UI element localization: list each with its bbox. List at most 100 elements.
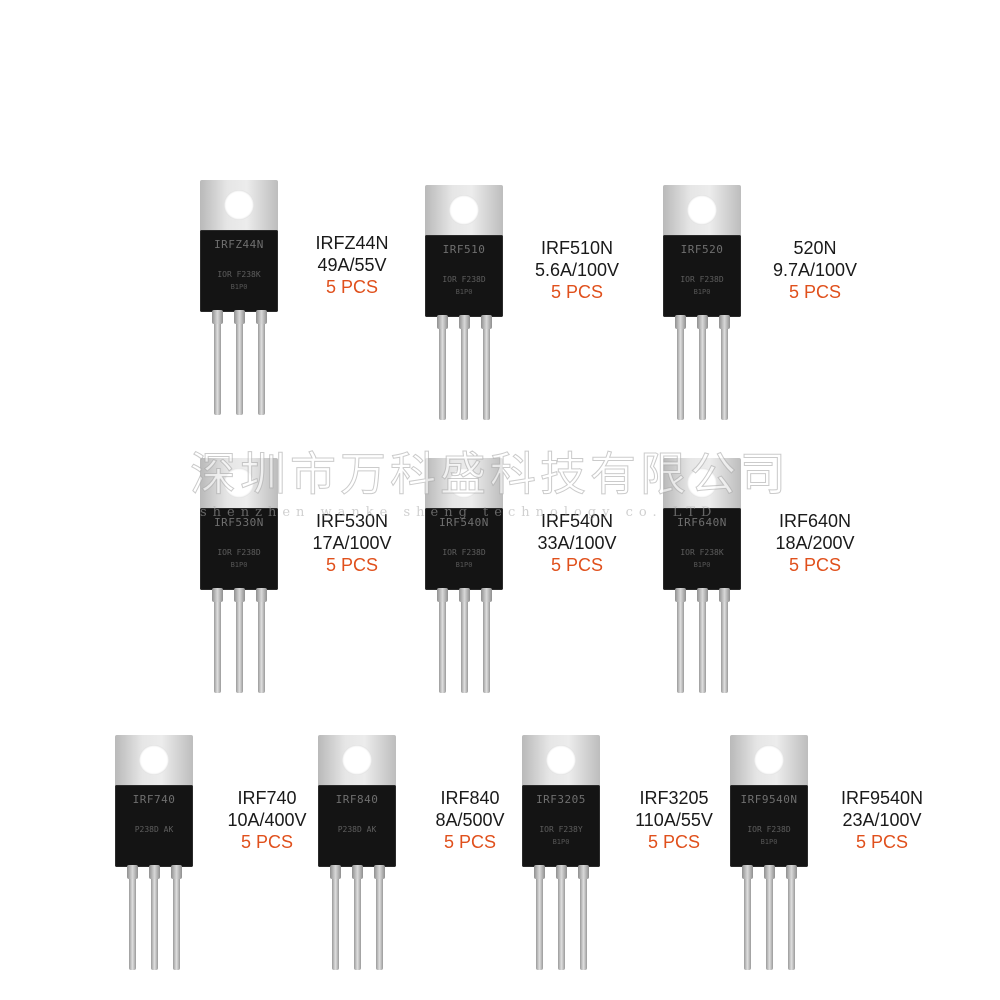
lead-source <box>578 865 589 970</box>
part-rating: 17A/100V <box>312 533 392 553</box>
part-quantity: 5 PCS <box>647 832 701 852</box>
chip-lotcode: B1P0 <box>693 561 711 569</box>
part-rating: 23A/100V <box>842 810 922 830</box>
lead-drain <box>352 865 363 970</box>
product-irf530n: IRF530N IOR F238D B1P0 IRF530N 17A/100V … <box>200 458 392 708</box>
lead-source <box>256 588 267 693</box>
part-quantity: 5 PCS <box>550 555 604 575</box>
part-quantity: 5 PCS <box>325 277 379 297</box>
lead-source <box>481 315 492 420</box>
part-rating: 9.7A/100V <box>772 260 858 280</box>
part-rating: 5.6A/100V <box>534 260 620 280</box>
chip-marking: IRF530N <box>214 516 264 529</box>
product-irfz44n: IRFZ44N IOR F238K B1P0 IRFZ44N 49A/55V 5… <box>200 180 389 430</box>
lead-gate <box>534 865 545 970</box>
chip-lotcode: B1P0 <box>455 288 473 296</box>
product-irf9540n: IRF9540N IOR F238D B1P0 IRF9540N 23A/100… <box>730 735 923 985</box>
transistor-body: IRF640N IOR F238K B1P0 <box>663 508 741 590</box>
part-name: IRF540N <box>540 511 614 531</box>
transistor-body: IRF530N IOR F238D B1P0 <box>200 508 278 590</box>
chip-subcode: IOR F238K <box>680 548 724 557</box>
watermark-company-english: shenzhen wanke sheng technology co. LTD <box>200 505 718 520</box>
product-label: IRF840 8A/500V 5 PCS <box>410 787 530 853</box>
part-quantity: 5 PCS <box>855 832 909 852</box>
part-rating: 33A/100V <box>537 533 617 553</box>
chip-lotcode: B1P0 <box>230 561 248 569</box>
lead-drain <box>459 315 470 420</box>
lead-drain <box>556 865 567 970</box>
chip-subcode: IOR F238D <box>747 825 791 834</box>
part-rating: 10A/400V <box>227 810 307 830</box>
lead-gate <box>675 315 686 420</box>
lead-gate <box>127 865 138 970</box>
part-rating: 49A/55V <box>317 255 387 275</box>
lead-gate <box>675 588 686 693</box>
chip-lotcode: B1P0 <box>230 283 248 291</box>
transistor-body: IRF510 IOR F238D B1P0 <box>425 235 503 317</box>
product-label: IRF540N 33A/100V 5 PCS <box>517 510 637 576</box>
lead-drain <box>697 315 708 420</box>
product-label: IRF9540N 23A/100V 5 PCS <box>822 787 942 853</box>
product-label: IRFZ44N 49A/55V 5 PCS <box>292 232 412 298</box>
product-label: IRF3205 110A/55V 5 PCS <box>614 787 734 853</box>
transistor-body: IRF540N IOR F238D B1P0 <box>425 508 503 590</box>
part-quantity: 5 PCS <box>788 282 842 302</box>
chip-lotcode: B1P0 <box>693 288 711 296</box>
transistor-body: IRF740 P238D AK <box>115 785 193 867</box>
chip-marking: IRFZ44N <box>214 238 264 251</box>
chip-subcode: IOR F238Y <box>539 825 583 834</box>
part-name: IRF640N <box>778 511 852 531</box>
product-irf540n: IRF540N IOR F238D B1P0 IRF540N 33A/100V … <box>425 458 617 708</box>
chip-subcode: IOR F238D <box>442 548 486 557</box>
part-rating: 110A/55V <box>635 810 713 830</box>
chip-lotcode: B1P0 <box>455 561 473 569</box>
transistor-body: IRF3205 IOR F238Y B1P0 <box>522 785 600 867</box>
part-name: IRF530N <box>315 511 389 531</box>
lead-source <box>719 588 730 693</box>
lead-drain <box>697 588 708 693</box>
chip-lotcode: B1P0 <box>760 838 778 846</box>
lead-source <box>481 588 492 693</box>
lead-gate <box>212 588 223 693</box>
chip-marking: IRF3205 <box>536 793 586 806</box>
lead-drain <box>459 588 470 693</box>
lead-drain <box>234 588 245 693</box>
part-quantity: 5 PCS <box>325 555 379 575</box>
lead-source <box>719 315 730 420</box>
part-name: IRF740 <box>237 788 297 808</box>
lead-source <box>256 310 267 415</box>
lead-source <box>374 865 385 970</box>
chip-subcode: P238D AK <box>134 825 174 834</box>
product-irf640n: IRF640N IOR F238K B1P0 IRF640N 18A/200V … <box>663 458 855 708</box>
product-label: IRF510N 5.6A/100V 5 PCS <box>517 237 637 303</box>
part-quantity: 5 PCS <box>788 555 842 575</box>
transistor-body: IRF520 IOR F238D B1P0 <box>663 235 741 317</box>
transistor-body: IRF9540N IOR F238D B1P0 <box>730 785 808 867</box>
chip-marking: IRF510 <box>442 243 486 256</box>
lead-gate <box>437 315 448 420</box>
product-label: 520N 9.7A/100V 5 PCS <box>755 237 875 303</box>
chip-marking: IRF9540N <box>740 793 798 806</box>
lead-drain <box>764 865 775 970</box>
chip-marking: IRF640N <box>677 516 727 529</box>
part-name: IRF840 <box>440 788 500 808</box>
transistor-body: IRFZ44N IOR F238K B1P0 <box>200 230 278 312</box>
product-irf3205: IRF3205 IOR F238Y B1P0 IRF3205 110A/55V … <box>522 735 713 985</box>
lead-drain <box>234 310 245 415</box>
chip-marking: IRF740 <box>132 793 176 806</box>
product-520n: IRF520 IOR F238D B1P0 520N 9.7A/100V 5 P… <box>663 185 857 435</box>
chip-subcode: IOR F238K <box>217 270 261 279</box>
product-label: IRF740 10A/400V 5 PCS <box>207 787 327 853</box>
lead-gate <box>330 865 341 970</box>
part-name: IRF510N <box>540 238 614 258</box>
product-irf510n: IRF510 IOR F238D B1P0 IRF510N 5.6A/100V … <box>425 185 619 435</box>
lead-gate <box>437 588 448 693</box>
chip-lotcode: B1P0 <box>552 838 570 846</box>
lead-gate <box>212 310 223 415</box>
part-name: IRF9540N <box>840 788 924 808</box>
chip-marking: IRF540N <box>439 516 489 529</box>
part-rating: 18A/200V <box>775 533 855 553</box>
lead-gate <box>742 865 753 970</box>
product-irf740: IRF740 P238D AK IRF740 10A/400V 5 PCS <box>115 735 307 985</box>
part-name: 520N <box>793 238 837 258</box>
